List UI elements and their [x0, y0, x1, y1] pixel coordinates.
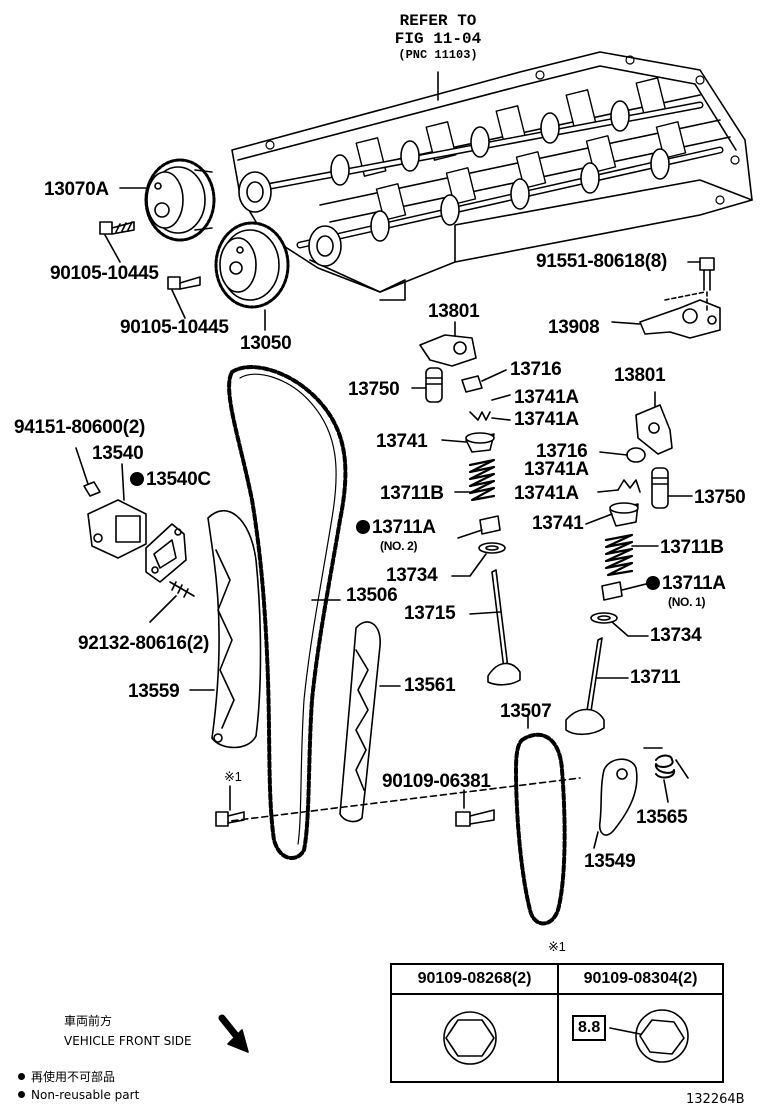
- legend-dot-icon: [18, 1091, 25, 1098]
- leader-90105-b: [171, 289, 186, 319]
- reference-line3: (PNC 11103): [398, 47, 478, 62]
- bolt-90105-10445-a-drawing: [99, 221, 135, 235]
- label-13716-b: 13716: [536, 441, 588, 462]
- label-92132-80616: 92132-80616(2): [78, 633, 210, 654]
- label-90105-10445-b: 90105-10445: [120, 317, 229, 338]
- label-13540C: 13540C: [130, 470, 211, 489]
- label-91551-80618: 91551-80618(8): [536, 251, 668, 272]
- label-13711A-a-sub: (NO. 2): [380, 539, 418, 553]
- bolt-note1-drawing: [215, 785, 245, 827]
- label-13741A-a: 13741A: [514, 387, 579, 408]
- bolt-91551-drawing: [664, 257, 715, 313]
- non-reusable-mark-icon: [130, 472, 144, 486]
- oil-pump-tensioner-arm-13549-drawing: [593, 758, 638, 849]
- reference-line2: FIG 11-04: [394, 30, 482, 49]
- label-13711A-b-text: 13711A: [662, 573, 726, 594]
- legend-en-text: Non-reusable part: [31, 1088, 140, 1102]
- label-13711A-b: 13711A: [646, 574, 726, 593]
- oil-pump-chain-13507-drawing: [514, 715, 567, 926]
- label-13741A-d: 13741A: [514, 483, 579, 504]
- label-13711: 13711: [630, 667, 681, 688]
- label-13741-b: 13741: [532, 513, 584, 534]
- label-13716-a: 13716: [510, 359, 562, 380]
- chain-tensioner-13540-drawing: [87, 463, 147, 559]
- label-13750-a: 13750: [348, 379, 400, 400]
- camshaft-timing-gear-13070A-drawing: [144, 158, 216, 242]
- label-13507: 13507: [500, 701, 552, 722]
- label-13549: 13549: [584, 851, 636, 872]
- label-13070A: 13070A: [44, 179, 109, 200]
- label-13750-b: 13750: [694, 487, 746, 508]
- label-13506: 13506: [346, 585, 398, 606]
- label-13540: 13540: [92, 443, 144, 464]
- bolt-grade-mark: 8.8: [572, 1015, 607, 1041]
- label-13711B-a: 13711B: [380, 483, 444, 504]
- label-13565: 13565: [636, 807, 688, 828]
- tensioner-gasket-13540C-drawing: [145, 523, 187, 583]
- label-13540C-text: 13540C: [146, 469, 211, 490]
- legend-en: Non-reusable part: [18, 1088, 139, 1103]
- bolt-90109-06381-drawing: [455, 789, 495, 827]
- label-13711B-b: 13711B: [660, 537, 724, 558]
- table-header-2: 90109-08304(2): [559, 965, 722, 995]
- label-13561: 13561: [404, 675, 456, 696]
- label-13908: 13908: [548, 317, 600, 338]
- bracket-13908-drawing: [611, 299, 721, 339]
- label-13801-b: 13801: [614, 365, 666, 386]
- stud-92132-drawing: [149, 581, 195, 623]
- label-13734-b: 13734: [650, 625, 702, 646]
- table-divider: [557, 965, 559, 1081]
- label-90109-06381: 90109-06381: [382, 771, 491, 792]
- bolt-head-08304-icon: [609, 1009, 689, 1063]
- bolt-alignment-line: [221, 777, 581, 823]
- valvetrain-right-drawing: [565, 391, 693, 736]
- reference-note: REFER TO FIG 11-04 (PNC 11103): [378, 12, 498, 63]
- non-reusable-mark-icon: [356, 520, 370, 534]
- reference-line1: REFER TO: [399, 12, 477, 30]
- non-reusable-mark-icon: [646, 576, 660, 590]
- camshaft-housing-drawing: [231, 51, 753, 301]
- torsion-spring-13565-drawing: [643, 747, 689, 803]
- note-mark-a: ※1: [224, 769, 242, 784]
- vehicle-front-arrow-icon: [218, 1014, 249, 1053]
- legend-jp: 再使用不可部品: [18, 1070, 115, 1085]
- figure-id: 132264B: [686, 1092, 745, 1107]
- label-13801-a: 13801: [428, 301, 480, 322]
- label-13559: 13559: [128, 681, 180, 702]
- camshaft-timing-gear-13050-drawing: [214, 221, 290, 309]
- bolt-head-08268-icon: [443, 1011, 497, 1065]
- label-90105-10445-a: 90105-10445: [50, 263, 159, 284]
- label-13741-a: 13741: [376, 431, 428, 452]
- direction-jp: 車両前方: [64, 1014, 113, 1028]
- label-13715: 13715: [404, 603, 456, 624]
- legend-dot-icon: [18, 1073, 25, 1080]
- note-mark-b: ※1: [548, 939, 566, 954]
- table-header-1: 90109-08268(2): [392, 965, 557, 995]
- direction-en: VEHICLE FRONT SIDE: [64, 1034, 192, 1048]
- valvetrain-left-drawing: [411, 321, 521, 686]
- label-13711A-a-text: 13711A: [372, 517, 436, 538]
- label-94151-80600: 94151-80600(2): [14, 417, 146, 438]
- label-13711A-b-sub: (NO. 1): [668, 595, 706, 609]
- label-13741A-b: 13741A: [514, 409, 579, 430]
- bolt-spec-table: 90109-08268(2) 90109-08304(2) 8.8: [390, 963, 724, 1083]
- chain-damper-13561-drawing: [339, 621, 401, 823]
- bolt-90105-10445-b-drawing: [167, 276, 201, 290]
- chain-slipper-guide-13559-drawing: [189, 510, 262, 749]
- label-13050: 13050: [240, 333, 292, 354]
- legend-jp-text: 再使用不可部品: [31, 1070, 116, 1084]
- timing-chain-13506-drawing: [227, 365, 348, 860]
- label-13741A-c: 13741A: [524, 459, 589, 480]
- leader-90105-a: [104, 234, 121, 263]
- label-13711A-a: 13711A: [356, 518, 436, 537]
- bolt-94151-drawing: [75, 447, 101, 497]
- label-13734-a: 13734: [386, 565, 438, 586]
